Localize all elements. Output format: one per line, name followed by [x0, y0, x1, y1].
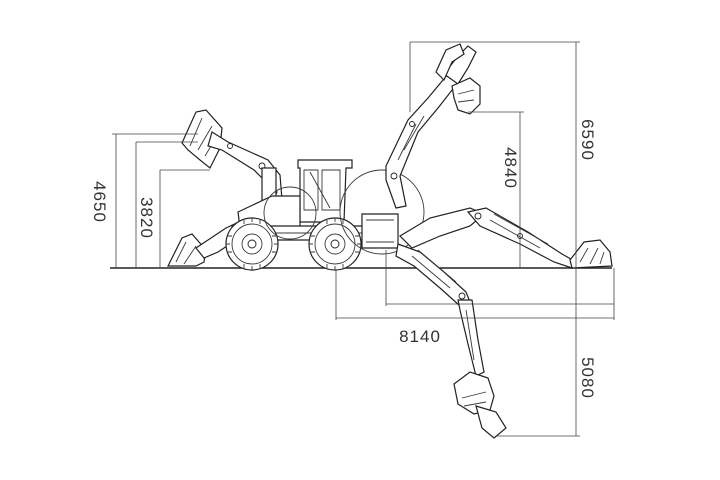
backhoe-bucket-down — [453, 371, 495, 415]
front-pivot-circle — [263, 186, 317, 240]
backhoe-bucket-bottom — [475, 405, 507, 439]
backhoe-boom-up — [385, 73, 461, 209]
dim-label-max-height: 6590 — [578, 119, 597, 161]
backhoe-extended — [399, 207, 613, 269]
backhoe-dipper-down — [457, 299, 485, 377]
dim-label-dig-depth: 5080 — [578, 357, 597, 399]
dim-label-dump-height: 4840 — [501, 147, 520, 189]
dimension-lines — [112, 41, 615, 437]
dim-label-front-hinge: 3820 — [137, 197, 156, 239]
rear-swing-circle — [339, 169, 425, 255]
backhoe-lowered — [395, 243, 507, 439]
tractor-body — [225, 159, 425, 271]
dim-label-reach: 8140 — [399, 327, 441, 346]
backhoe-bucket-up — [451, 77, 481, 115]
swing-frame — [361, 213, 399, 249]
dim-label-front-height: 4650 — [90, 181, 109, 223]
cab — [297, 159, 353, 223]
backhoe-bucket-top — [435, 43, 465, 82]
backhoe-raised — [385, 43, 481, 209]
